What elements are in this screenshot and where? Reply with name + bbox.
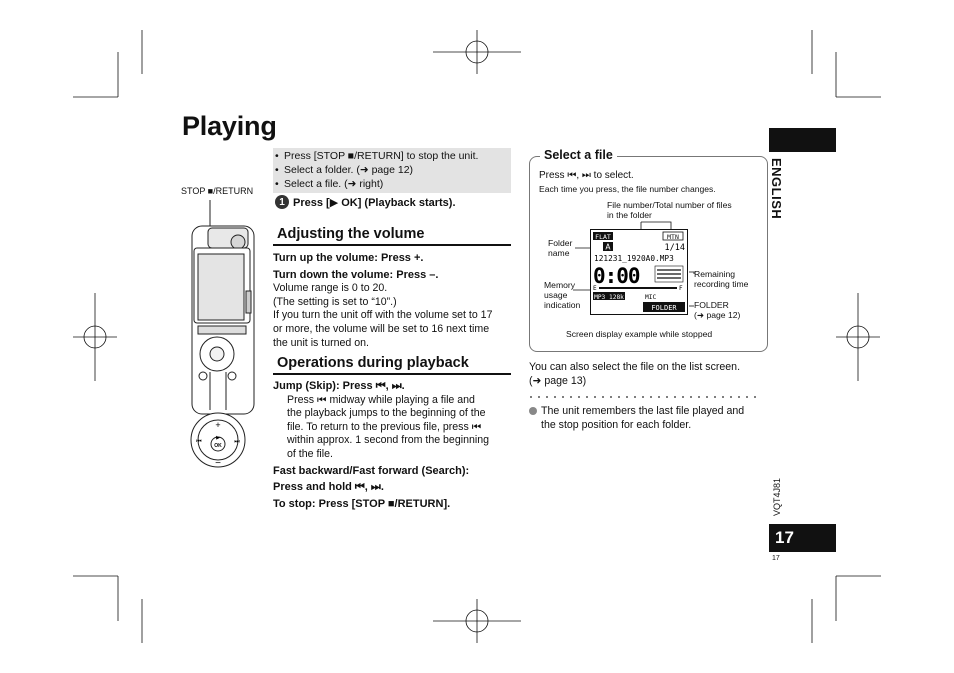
lcd-count: 1/14 bbox=[665, 243, 685, 253]
body-line: of the file. bbox=[287, 447, 333, 460]
lcd-time: 0:00 bbox=[593, 264, 640, 288]
lcd-folder-button: FOLDER bbox=[651, 304, 677, 312]
doc-code: VQT4J81 bbox=[772, 478, 782, 517]
lcd-folder-letter: A bbox=[605, 243, 611, 252]
prep-item: Press [STOP ■/RETURN] to stop the unit. bbox=[275, 149, 511, 163]
volume-up-text: Turn up the volume: Press +. bbox=[273, 252, 424, 264]
callout-line: Remaining bbox=[694, 269, 736, 279]
prep-item: Select a file. (➜ right) bbox=[275, 177, 511, 191]
adjust-heading: Adjusting the volume bbox=[277, 226, 425, 242]
operations-heading: Operations during playback bbox=[277, 355, 469, 371]
callout-line: name bbox=[548, 248, 570, 258]
lcd-display: FLAT MTN A 1/14 121231_1920A0.MP3 0:00 E… bbox=[590, 229, 688, 315]
recorder-illustration: + − OK ▶ ⏮ ⏭ bbox=[190, 200, 255, 469]
body-line: the unit is turned on. bbox=[273, 336, 369, 349]
callout-line: usage bbox=[544, 290, 568, 300]
dotted-separator bbox=[530, 396, 756, 398]
heading-rule bbox=[273, 373, 511, 375]
lcd-screen: FLAT MTN A 1/14 121231_1920A0.MP3 0:00 E… bbox=[593, 231, 685, 312]
search-title: Fast backward/Fast forward (Search): bbox=[273, 464, 470, 477]
stop-title: To stop: Press [STOP ■/RETURN]. bbox=[273, 497, 451, 510]
callout-line: File number/Total number of files bbox=[607, 200, 732, 210]
callout-memory: Memory usage indication bbox=[544, 280, 580, 310]
language-tab-bar bbox=[769, 128, 836, 152]
body-line: You can also select the file on the list… bbox=[529, 361, 741, 373]
callout-line: recording time bbox=[694, 279, 749, 289]
body-line: Volume range is 0 to 20. bbox=[273, 282, 388, 295]
note: The unit remembers the last file played … bbox=[529, 404, 744, 432]
lcd-mp3: MP3 128k bbox=[594, 294, 624, 301]
note-line: the stop position for each folder. bbox=[541, 419, 692, 431]
callout-folder: FOLDER (➜ page 12) bbox=[694, 300, 740, 320]
ok-label: OK bbox=[214, 443, 222, 449]
lcd-e: E bbox=[593, 285, 597, 292]
callout-remaining: Remaining recording time bbox=[694, 269, 748, 289]
note-bullet-icon bbox=[529, 407, 537, 415]
lcd-filename: 121231_1920A0.MP3 bbox=[594, 254, 674, 263]
body-line: (The setting is set to “10”.) bbox=[273, 295, 397, 308]
select-file-heading: Select a file bbox=[540, 148, 617, 162]
select-each-line: Each time you press, the file number cha… bbox=[539, 184, 716, 194]
lcd-f: F bbox=[679, 285, 683, 292]
callout-line: Folder bbox=[548, 238, 573, 248]
operations-body: Jump (Skip): Press ⏮, ⏭. Press ⏮ midway … bbox=[273, 380, 513, 511]
lcd-mic: MIC bbox=[645, 294, 656, 301]
body-line: within approx. 1 second from the beginni… bbox=[287, 434, 489, 447]
select-file-box bbox=[529, 156, 768, 352]
page-number: 17 bbox=[775, 528, 794, 547]
adjust-body: Turn up the volume: Press +. Turn down t… bbox=[273, 252, 513, 350]
body-line: Press ⏮ midway while playing a file and bbox=[287, 393, 475, 406]
page-title: Playing bbox=[182, 111, 277, 141]
language-tab-label: ENGLISH bbox=[769, 158, 784, 220]
heading-rule bbox=[273, 244, 511, 246]
plus-label: + bbox=[215, 420, 220, 430]
body-line: If you turn the unit off with the volume… bbox=[273, 309, 493, 322]
callout-line: indication bbox=[544, 300, 581, 310]
lcd-flat: FLAT bbox=[595, 233, 611, 241]
body-line: the playback jumps to the beginning of t… bbox=[287, 407, 486, 420]
callout-folder-name: Folder name bbox=[548, 238, 572, 258]
jump-title: Jump (Skip): Press ⏮, ⏭. bbox=[273, 380, 405, 392]
callout-file-number: File number/Total number of files in the… bbox=[607, 200, 732, 220]
note-line: The unit remembers the last file played … bbox=[541, 405, 745, 417]
prep-list-box: Press [STOP ■/RETURN] to stop the unit. … bbox=[273, 148, 511, 193]
callout-line: (➜ page 12) bbox=[694, 310, 741, 320]
footer-page-number: 17 bbox=[772, 555, 780, 562]
callout-line: Memory bbox=[544, 280, 576, 290]
play-icon: ▶ bbox=[216, 435, 220, 441]
prep-item: Select a folder. (➜ page 12) bbox=[275, 163, 511, 177]
volume-down-text: Turn down the volume: Press –. bbox=[273, 268, 439, 281]
page-number-tab: 17 bbox=[769, 524, 836, 552]
callout-line: FOLDER bbox=[694, 300, 729, 310]
stop-return-label: STOP ■/RETURN bbox=[181, 186, 254, 196]
body-line: file. To return to the previous file, pr… bbox=[287, 420, 482, 433]
callout-line: in the folder bbox=[607, 210, 652, 220]
body-line: or more, the volume will be set to 16 ne… bbox=[273, 322, 490, 335]
screen-caption: Screen display example while stopped bbox=[566, 329, 713, 339]
lcd-mtn: MTN bbox=[667, 233, 679, 241]
search-title: Press and hold ⏮, ⏭. bbox=[273, 481, 384, 494]
step-number-badge: 1 bbox=[275, 195, 289, 209]
skip-back-icon: ⏮ bbox=[196, 438, 202, 445]
body-line: (➜ page 13) bbox=[529, 375, 587, 387]
minus-label: − bbox=[215, 458, 221, 469]
skip-forward-icon: ⏭ bbox=[234, 438, 240, 445]
step-1-text: Press [▶ OK] (Playback starts). bbox=[293, 196, 456, 209]
select-press-line: Press ⏮, ⏭ to select. bbox=[539, 170, 634, 181]
after-box-text: You can also select the file on the list… bbox=[529, 360, 740, 388]
step-1: 1 Press [▶ OK] (Playback starts). bbox=[275, 195, 456, 209]
